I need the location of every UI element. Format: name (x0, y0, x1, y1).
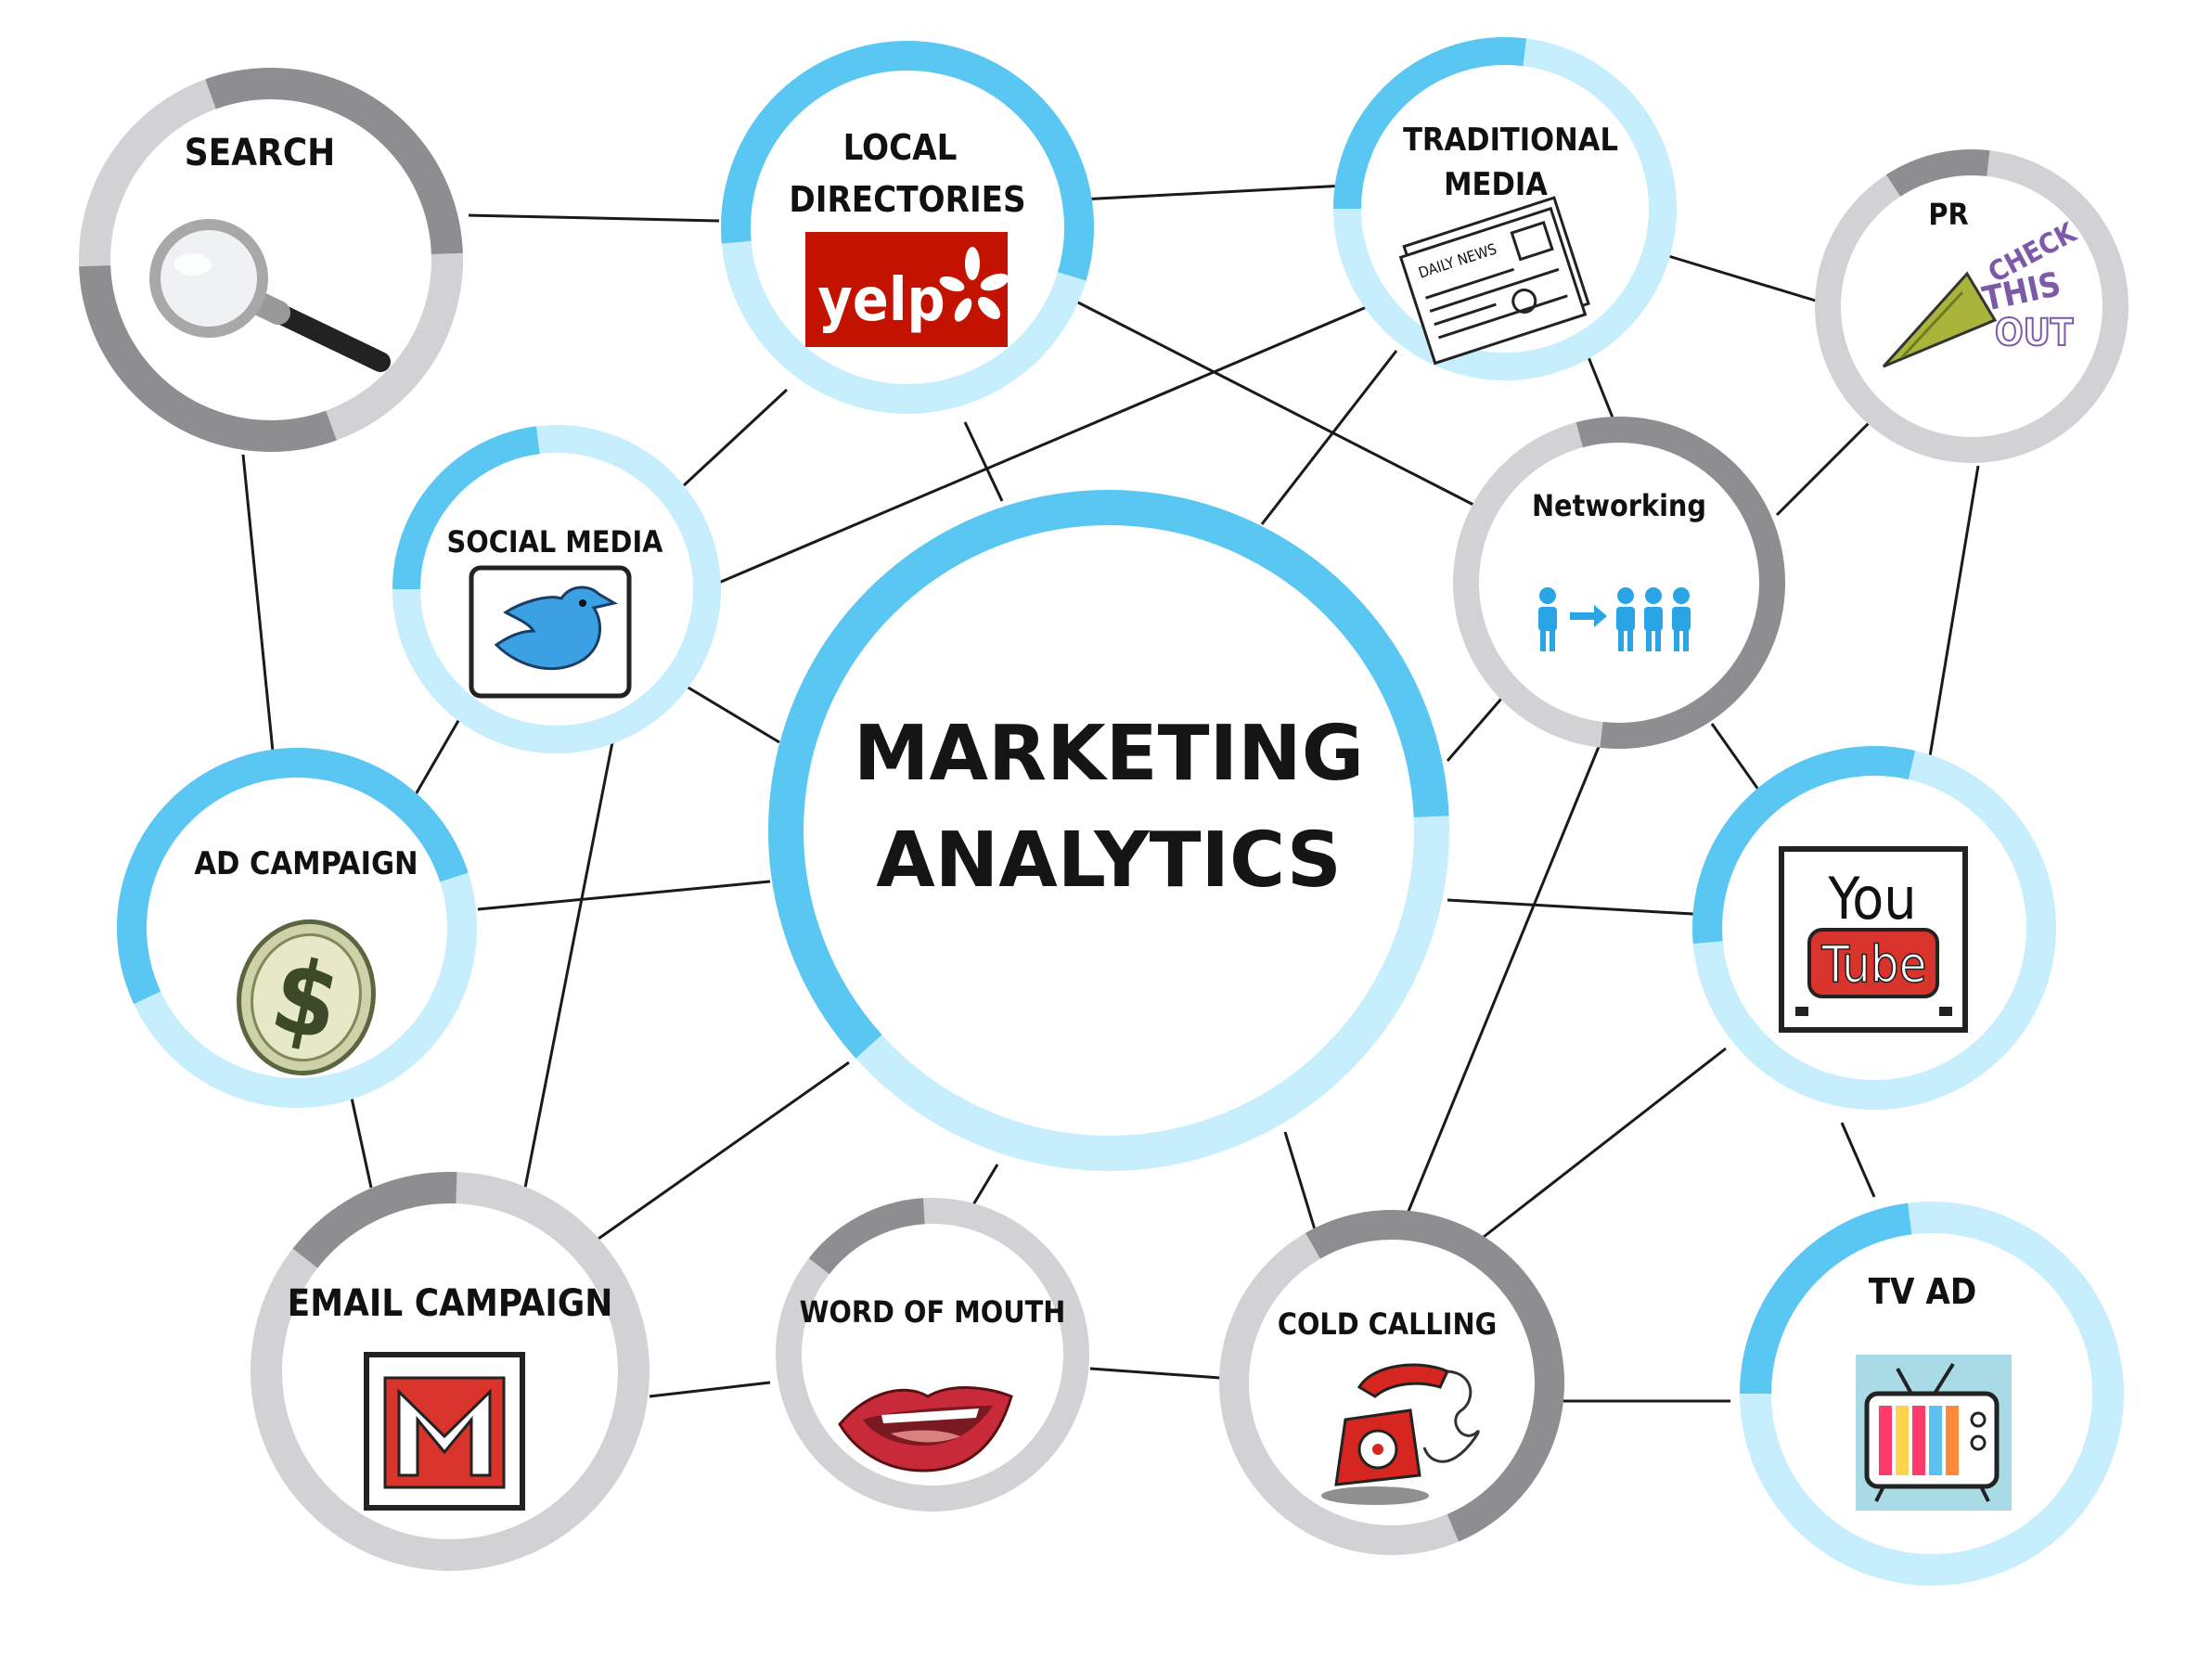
youtube-text-line1: You (1827, 865, 1916, 932)
megaphone-text-line3: OUT (1995, 312, 2074, 354)
connector-search-local (468, 213, 720, 223)
connector-center-youtube (1447, 898, 1694, 916)
connector-social-email (522, 741, 614, 1193)
dollar-coin-icon: $ (237, 919, 376, 1076)
node-local-directories: LOCAL DIRECTORIES yelp (720, 40, 1094, 414)
node-social-media: SOCIAL MEDIA (392, 425, 721, 753)
connector-center-cold (1283, 1131, 1319, 1240)
connector-youtube-cold (1474, 1047, 1727, 1245)
node-word-of-mouth: WORD OF MOUTH (776, 1198, 1089, 1512)
connector-youtube-tv (1840, 1122, 1876, 1198)
tv-label: TV AD (1869, 1271, 1977, 1312)
node-ad-campaign: AD CAMPAIGN $ (117, 748, 477, 1108)
connector-networking-center (1446, 690, 1510, 762)
connector-networking-cold (1401, 741, 1602, 1226)
connector-word-cold (1089, 1367, 1221, 1380)
connector-local-social (680, 388, 789, 489)
connector-local-networking (1075, 300, 1476, 508)
word-label: WORD OF MOUTH (800, 1294, 1066, 1330)
magnifying-glass-icon (149, 219, 391, 372)
node-search: SEARCH (79, 68, 463, 453)
social-label: SOCIAL MEDIA (447, 524, 664, 559)
local-label-line1: LOCAL (843, 127, 958, 168)
twitter-bird-icon (469, 565, 632, 699)
cold-label: COLD CALLING (1278, 1306, 1497, 1342)
connector-pr-networking (1775, 420, 1871, 517)
youtube-logo-icon: You Tube (1779, 846, 1968, 1033)
connector-center-email (598, 1061, 850, 1241)
youtube-text-line2: Tube (1820, 935, 1926, 994)
red-telephone-icon (1321, 1363, 1480, 1505)
connector-social-center (686, 685, 780, 744)
connector-social-ad (406, 718, 461, 808)
connector-local-traditional (1080, 184, 1346, 201)
email-label: EMAIL CAMPAIGN (288, 1282, 613, 1325)
yelp-logo-icon: yelp (805, 232, 1010, 347)
node-youtube: You Tube (1692, 746, 2057, 1110)
center-title-line1: MARKETING (854, 710, 1364, 798)
gmail-envelope-icon (364, 1352, 525, 1511)
pr-label: PR (1928, 197, 1968, 232)
connector-email-word (649, 1381, 771, 1398)
connector-ad-center (477, 880, 771, 911)
connector-local-center (963, 421, 1004, 502)
search-label: SEARCH (185, 132, 336, 174)
lips-icon (838, 1386, 1013, 1473)
people-network-icon (1538, 587, 1691, 651)
connector-pr-youtube (1928, 465, 1980, 757)
local-label-line2: DIRECTORIES (789, 179, 1025, 220)
ad-label: AD CAMPAIGN (194, 845, 418, 882)
node-email-campaign: EMAIL CAMPAIGN (251, 1171, 649, 1571)
node-networking: Networking (1453, 417, 1785, 749)
connector-traditional-center (1260, 350, 1398, 525)
connectors (241, 184, 1980, 1403)
connector-traditional-pr (1665, 253, 1820, 303)
node-marketing-analytics: MARKETING ANALYTICS (768, 490, 1449, 1171)
traditional-label-line1: TRADITIONAL (1403, 122, 1618, 159)
traditional-label-line2: MEDIA (1444, 166, 1548, 203)
tv-set-icon (1856, 1355, 2012, 1511)
node-traditional-media: TRADITIONAL MEDIA DAILY NEWS (1333, 37, 1677, 380)
connector-search-ad (241, 454, 276, 762)
node-tv-ad: TV AD (1740, 1202, 2124, 1586)
connector-traditional-networking (1587, 356, 1616, 423)
newspaper-icon: DAILY NEWS (1398, 196, 1590, 366)
center-title-line2: ANALYTICS (876, 817, 1342, 905)
networking-label: Networking (1532, 488, 1706, 523)
yelp-logo-text: yelp (817, 266, 945, 335)
node-pr: PR CHECK THIS OUT (1815, 149, 2128, 463)
connector-social-traditional (714, 304, 1370, 586)
node-cold-calling: COLD CALLING (1219, 1210, 1564, 1555)
connector-center-word (968, 1164, 999, 1212)
